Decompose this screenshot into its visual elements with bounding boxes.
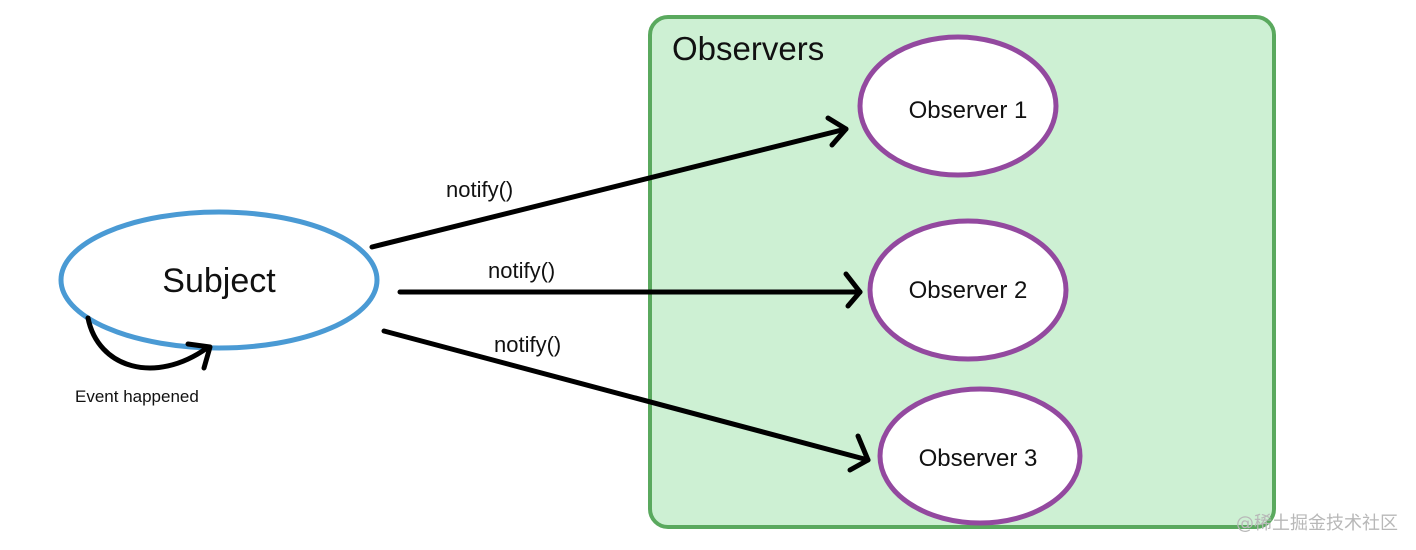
observer-ellipse-2 (867, 218, 1069, 362)
notify-arrow-3 (381, 328, 871, 473)
watermark: @稀土掘金技术社区 (1236, 513, 1398, 534)
notify-label-1: notify() (446, 177, 513, 202)
observer-ellipse-3 (877, 386, 1083, 526)
observer-label-1: Observer 1 (909, 97, 1028, 124)
observer-label-2: Observer 2 (909, 277, 1028, 304)
notify-arrow-1 (369, 115, 849, 250)
subject-ellipse (58, 209, 380, 351)
notify-arrow-2 (397, 271, 863, 309)
notify-label-2: notify() (488, 258, 555, 283)
event-happened-arrow (85, 315, 213, 371)
observer-node-3: Observer 3 (877, 386, 1083, 526)
notify-label-3: notify() (494, 332, 561, 357)
subject-node: Subject (58, 209, 380, 351)
observer-node-1: Observer 1 (857, 34, 1059, 178)
observers-group-title: Observers (672, 30, 824, 67)
observer-label-3: Observer 3 (919, 445, 1038, 472)
event-happened-label: Event happened (75, 387, 199, 406)
subject-label: Subject (162, 262, 276, 300)
observer-node-2: Observer 2 (867, 218, 1069, 362)
observer-ellipse-1 (857, 34, 1059, 178)
